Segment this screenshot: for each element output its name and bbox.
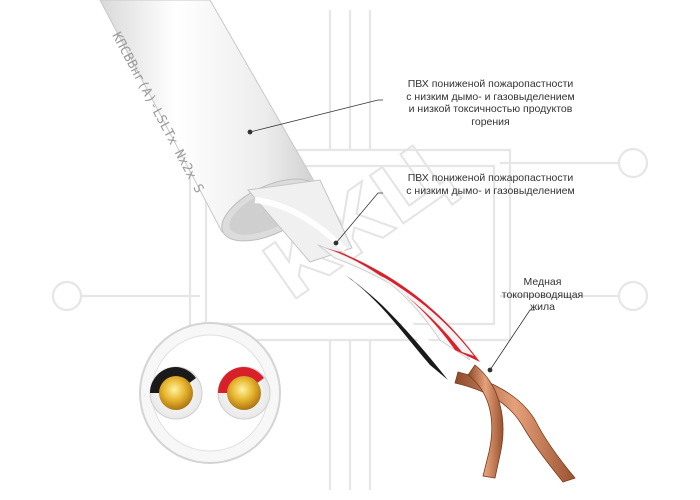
- callout-line: ПВХ пониженой пожаропастности: [407, 78, 574, 90]
- callout-line: токопроводящая: [501, 288, 584, 301]
- cross-section: [139, 322, 281, 464]
- callout-copper-conductor: Медная токопроводящая жила: [490, 276, 595, 314]
- callout-line: ПВХ пониженой пожаропастности: [407, 172, 574, 184]
- callout-line: Медная: [523, 276, 562, 288]
- leader-lines: [247, 99, 535, 373]
- copper-conductors: [454, 364, 576, 483]
- callout-line: горения: [471, 115, 510, 128]
- twisted-pair: [317, 244, 480, 380]
- callout-outer-sheath: ПВХ пониженой пожаропастности с низким д…: [383, 78, 598, 128]
- callout-line: и низкой токсичностью продуктов: [408, 103, 573, 115]
- callout-line: с низким дымо- и газовыделением: [406, 90, 575, 103]
- callout-line: жила: [530, 301, 555, 313]
- callout-line: с низким дымо- и газовыделением: [406, 184, 575, 197]
- callout-core-insulation: ПВХ пониженой пожаропастности с низким д…: [383, 172, 598, 197]
